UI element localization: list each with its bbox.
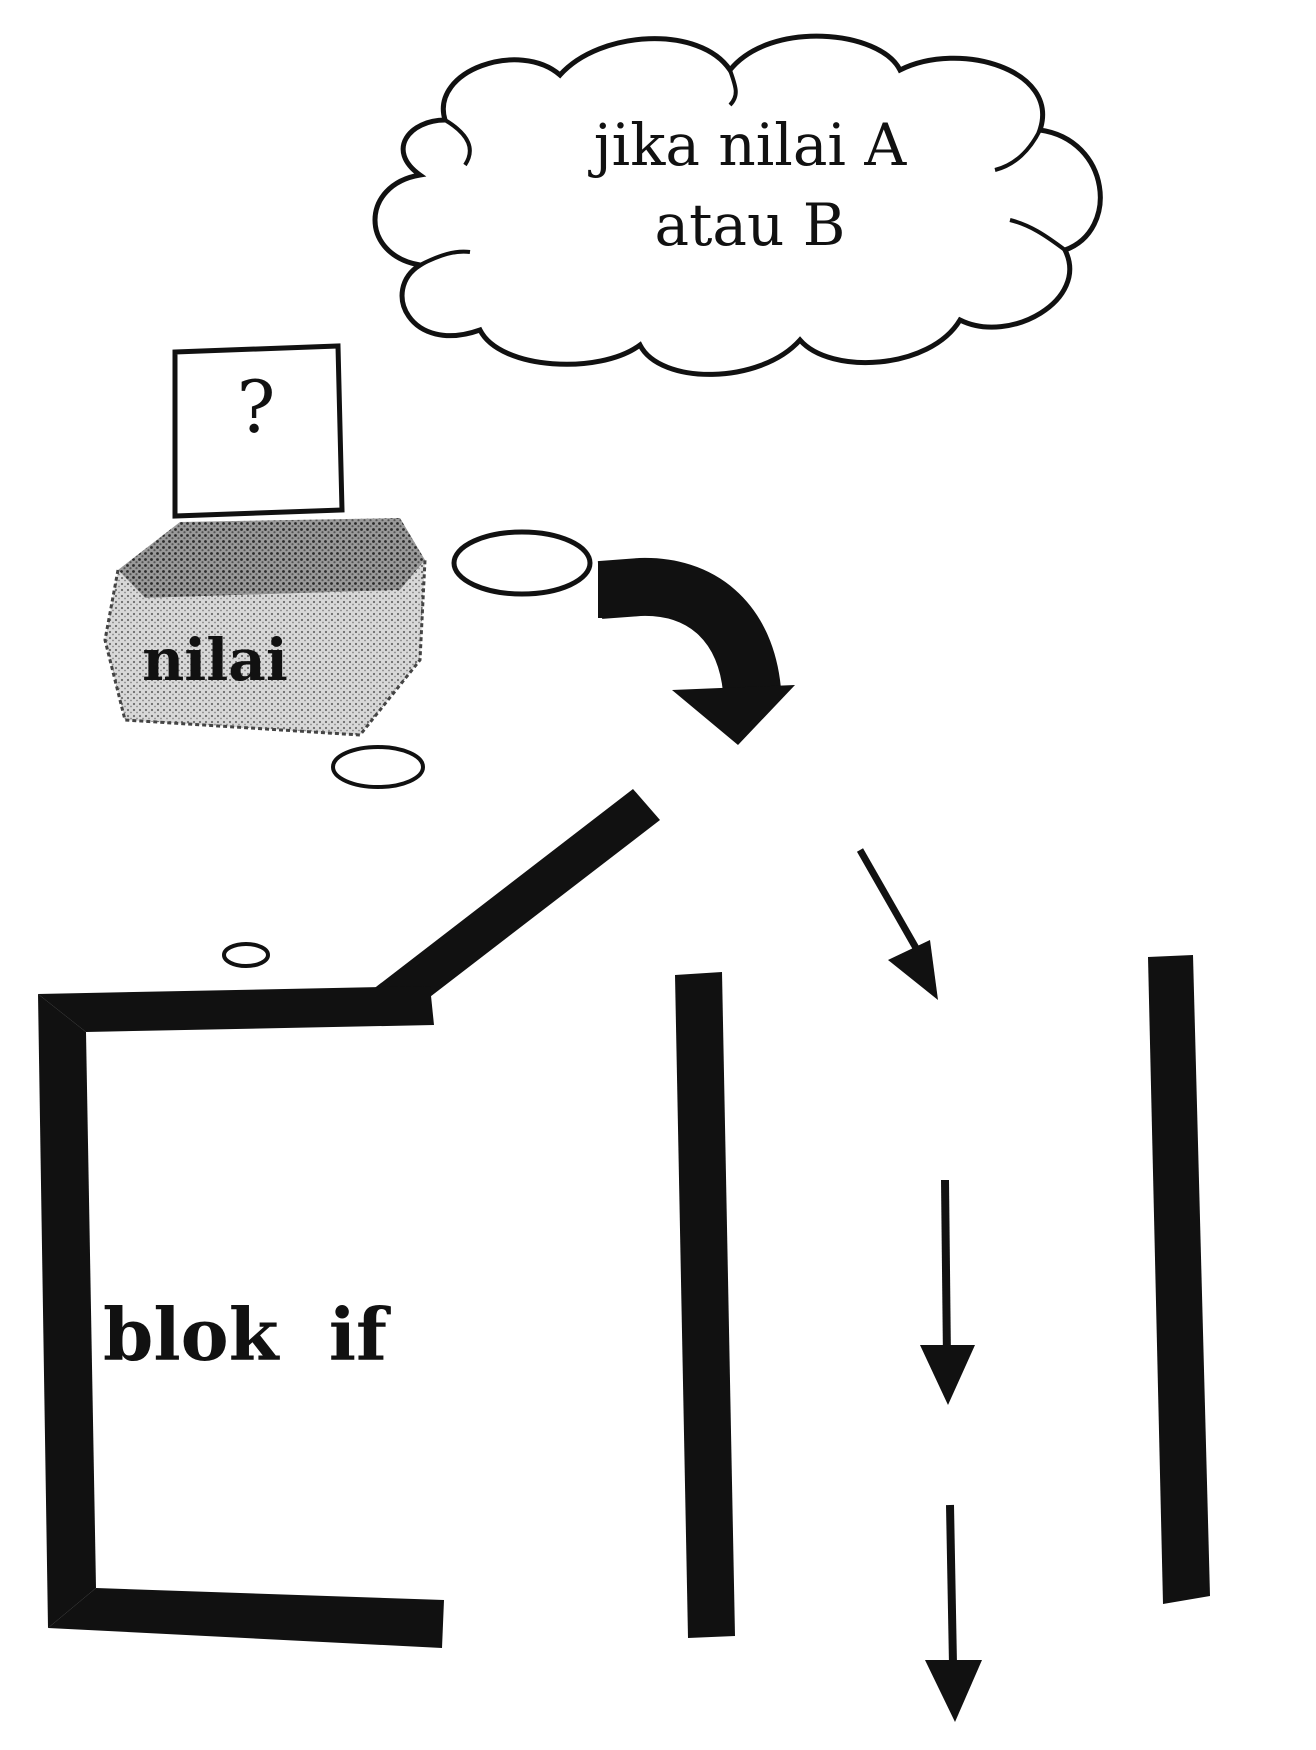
if-block-left-bar xyxy=(38,994,96,1628)
value-box: nilai xyxy=(103,518,427,737)
computer-monitor: ? xyxy=(172,343,345,519)
thought-bubble-large xyxy=(451,529,593,597)
if-block-top-bar xyxy=(38,986,434,1032)
arrow-diagonal-icon xyxy=(856,848,938,1000)
thought-bubble-small xyxy=(222,942,270,968)
cloud-text-line2: atau B xyxy=(655,191,846,259)
value-box-front xyxy=(105,560,425,735)
value-box-top xyxy=(118,518,425,598)
cloud-text-line1: jika nilai A xyxy=(588,111,908,179)
vertical-bar-right xyxy=(1148,955,1210,1604)
cloud-outline xyxy=(372,33,1103,377)
value-box-label: nilai xyxy=(142,626,288,694)
vertical-bar-left xyxy=(675,972,735,1638)
arrow-down-bottom-icon xyxy=(925,1504,982,1722)
thought-bubble-medium xyxy=(331,745,425,789)
question-mark: ? xyxy=(237,365,276,449)
if-block: blok if xyxy=(38,789,660,1648)
thought-cloud: jika nilai A atau B xyxy=(372,33,1103,377)
if-block-label: blok if xyxy=(103,1292,391,1377)
monitor-screen xyxy=(172,343,345,519)
if-block-bottom-bar xyxy=(48,1588,444,1648)
curved-arrow-icon xyxy=(597,557,795,745)
arrow-down-icon xyxy=(920,1179,975,1405)
if-block-lid xyxy=(372,789,660,1020)
